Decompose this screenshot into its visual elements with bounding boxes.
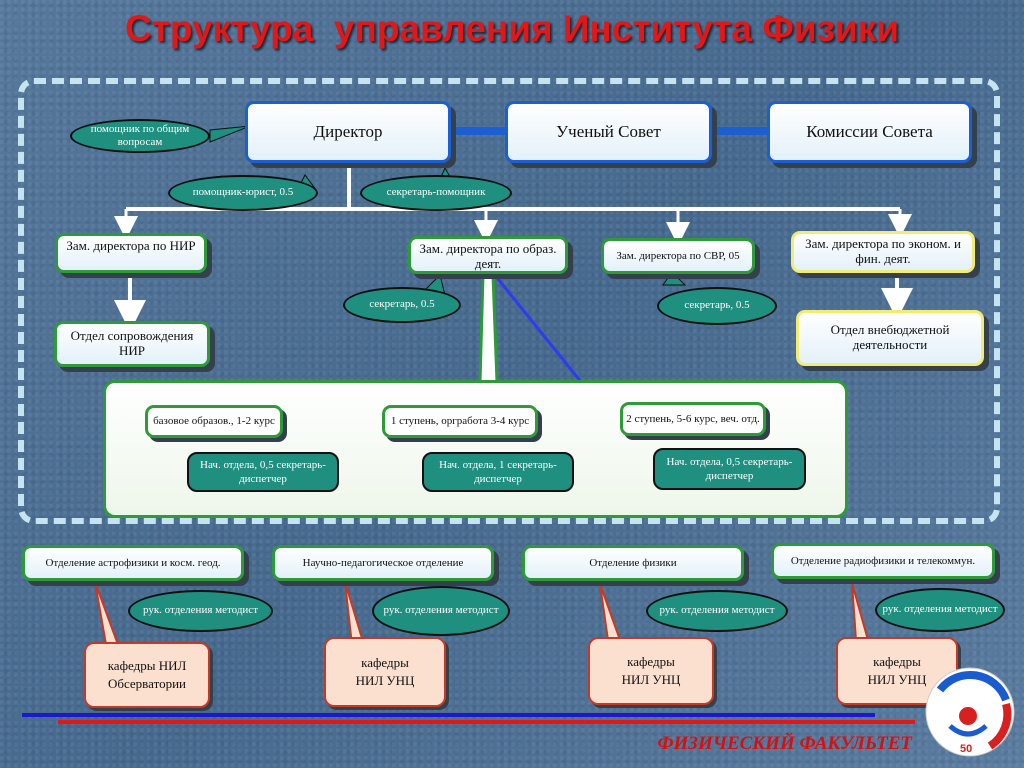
secretary-assistant-text: секретарь-помощник	[386, 186, 486, 199]
council-label: Ученый Совет	[556, 122, 661, 142]
deputy-econ-box[interactable]: Зам. директора по эконом. и фин. деят.	[791, 231, 975, 273]
level2-staff-text: Нач. отдела, 0,5 секретарь-диспетчер	[666, 455, 793, 482]
level2-box[interactable]: 2 ступень, 5-6 курс, веч. отд.	[620, 402, 766, 436]
level1-staff-text: Нач. отдела, 1 секретарь-диспетчер	[439, 458, 557, 485]
footer-faculty-name: ФИЗИЧЕСКИЙ ФАКУЛЬТЕТ	[657, 733, 912, 754]
deputy-edu-label: Зам. директора по образ. деят.	[419, 241, 557, 271]
svr-secretary-bubble: секретарь, 0.5	[657, 287, 777, 325]
department-pedagogical-box[interactable]: Научно-педагогическое отделение	[272, 545, 494, 581]
level2-label: 2 ступень, 5-6 курс, веч. отд.	[626, 412, 760, 425]
edu-secretary-bubble: секретарь, 0.5	[343, 287, 461, 323]
department-pedagogical-staff-text: рук. отделения методист	[383, 604, 499, 617]
department-physics-units: кафедры НИЛ УНЦ	[588, 637, 714, 705]
level1-label: 1 ступень, оргработа 3-4 курс	[390, 415, 530, 428]
commissions-label: Комиссии Совета	[806, 122, 933, 142]
department-pedagogical-label: Научно-педагогическое отделение	[302, 556, 464, 569]
department-radiophysics-label: Отделение радиофизики и телекоммун.	[790, 554, 976, 567]
secretary-assistant-bubble: секретарь-помощник	[360, 175, 512, 211]
department-physics-box[interactable]: Отделение физики	[522, 545, 744, 581]
level1-staff-callout: Нач. отдела, 1 секретарь-диспетчер	[422, 452, 574, 492]
basic-staff-callout: Нач. отдела, 0,5 секретарь-диспетчер	[187, 452, 339, 492]
department-physics-staff-bubble: рук. отделения методист	[646, 590, 788, 632]
department-physics-label: Отделение физики	[589, 556, 677, 569]
department-astrophysics-staff-text: рук. отделения методист	[142, 604, 258, 617]
faculty-logo: 50	[920, 660, 1016, 760]
department-radiophysics-staff-bubble: рук. отделения методист	[875, 588, 1005, 632]
department-radiophysics-units-text: кафедры НИЛ УНЦ	[867, 654, 927, 687]
edu-secretary-text: секретарь, 0.5	[369, 298, 435, 311]
basic-staff-text: Нач. отдела, 0,5 секретарь-диспетчер	[200, 458, 326, 485]
department-astrophysics-box[interactable]: Отделение астрофизики и косм. геод.	[22, 545, 244, 581]
director-box[interactable]: Директор	[245, 101, 451, 163]
offbudget-dept-box[interactable]: Отдел внебюджетной деятельности	[796, 310, 984, 366]
assistant-general-bubble: помощник по общим вопросам	[70, 119, 210, 153]
level2-staff-callout: Нач. отдела, 0,5 секретарь-диспетчер	[653, 448, 806, 490]
department-astrophysics-staff-bubble: рук. отделения методист	[128, 590, 273, 632]
assistant-lawyer-text: помощник-юрист, 0.5	[192, 186, 294, 199]
level1-box[interactable]: 1 ступень, оргработа 3-4 курс	[382, 405, 538, 438]
department-radiophysics-staff-text: рук. отделения методист	[882, 603, 998, 616]
management-frame	[18, 78, 1000, 524]
svg-text:50: 50	[960, 743, 972, 755]
department-pedagogical-staff-bubble: рук. отделения методист	[372, 586, 510, 636]
assistant-general-text: помощник по общим вопросам	[90, 122, 190, 148]
nir-dept-box[interactable]: Отдел сопровождения НИР	[54, 321, 210, 367]
basic-education-label: базовое образов., 1-2 курс	[153, 415, 275, 428]
page-title: Структура управления Института Физики	[124, 8, 899, 49]
faculty-logo-icon: 50	[925, 667, 1015, 757]
department-astrophysics-label: Отделение астрофизики и косм. геод.	[45, 556, 221, 569]
deputy-edu-box[interactable]: Зам. директора по образ. деят.	[408, 236, 568, 274]
commissions-box[interactable]: Комиссии Совета	[767, 101, 972, 163]
deputy-svr-box[interactable]: Зам. директора по СВР, 05	[601, 238, 755, 274]
deputy-econ-label: Зам. директора по эконом. и фин. деят.	[805, 236, 961, 266]
department-physics-staff-text: рук. отделения методист	[659, 604, 775, 617]
deputy-svr-label: Зам. директора по СВР, 05	[616, 249, 740, 262]
assistant-lawyer-bubble: помощник-юрист, 0.5	[168, 175, 318, 211]
department-pedagogical-units: кафедры НИЛ УНЦ	[324, 637, 446, 707]
department-astrophysics-units-text: кафедры НИЛ Обсерватории	[107, 658, 187, 691]
deputy-nir-label: Зам. директора по НИР	[66, 238, 196, 253]
nir-dept-label: Отдел сопровождения НИР	[70, 328, 194, 358]
department-radiophysics-units: кафедры НИЛ УНЦ	[836, 637, 958, 705]
department-pedagogical-units-text: кафедры НИЛ УНЦ	[355, 655, 415, 688]
department-physics-units-text: кафедры НИЛ УНЦ	[621, 654, 681, 687]
basic-education-box[interactable]: базовое образов., 1-2 курс	[145, 405, 283, 438]
council-box[interactable]: Ученый Совет	[505, 101, 712, 163]
director-label: Директор	[313, 122, 383, 142]
department-astrophysics-units: кафедры НИЛ Обсерватории	[84, 642, 210, 708]
svr-secretary-text: секретарь, 0.5	[684, 299, 750, 312]
deputy-nir-box[interactable]: Зам. директора по НИР	[55, 233, 207, 273]
department-radiophysics-box[interactable]: Отделение радиофизики и телекоммун.	[771, 543, 995, 579]
offbudget-dept-label: Отдел внебюджетной деятельности	[830, 322, 950, 352]
